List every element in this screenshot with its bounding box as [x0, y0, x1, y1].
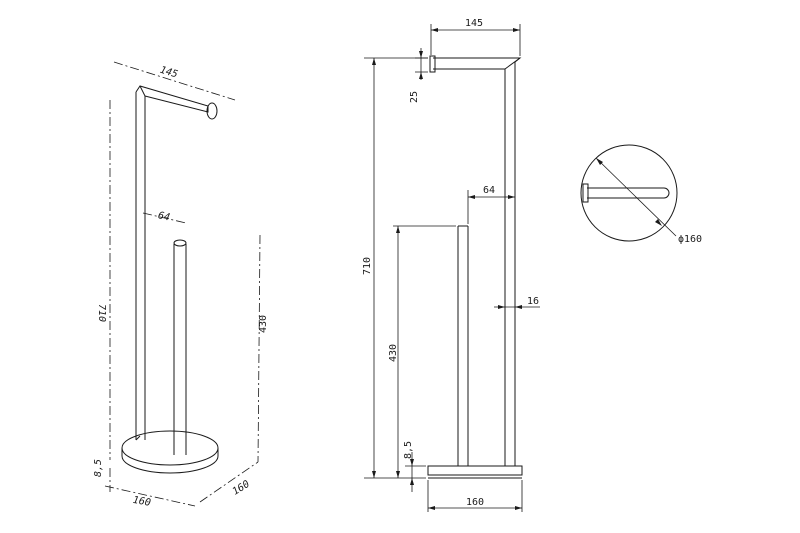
base-detail-view: ϕ160 — [580, 144, 702, 245]
iso-dim-base-depth: 160 — [132, 495, 152, 509]
iso-dim-height-total: 710 — [96, 304, 107, 322]
front-dim-base-width: 160 — [466, 497, 484, 508]
iso-dim-offset: 64 — [157, 210, 171, 223]
front-dim-arm: 25 — [409, 91, 420, 103]
front-dim-offset: 64 — [483, 185, 495, 196]
isometric-view: 145 64 710 430 8,5 160 160 — [93, 61, 269, 509]
iso-dim-height-post: 430 — [258, 315, 269, 333]
iso-dim-base-width: 160 — [231, 479, 252, 498]
front-dim-tube: 16 — [527, 296, 539, 307]
front-dim-base-thickness: 8,5 — [403, 441, 414, 459]
iso-dim-width: 145 — [158, 65, 178, 81]
iso-dim-base-thickness: 8,5 — [93, 459, 104, 477]
detail-dim-diameter: ϕ160 — [678, 234, 702, 245]
front-view: 145 25 64 710 430 8,5 16 160 — [362, 18, 540, 512]
front-dim-height-total: 710 — [362, 257, 373, 275]
front-dim-width: 145 — [465, 18, 483, 29]
front-dim-height-post: 430 — [388, 344, 399, 362]
